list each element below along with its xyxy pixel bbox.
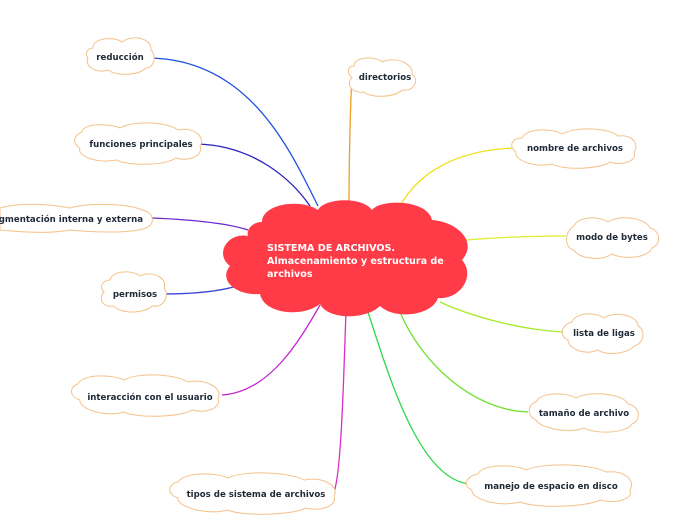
branch-node-directorios[interactable]: directorios xyxy=(347,57,417,97)
label-tamano-archivo: tamaño de archivo xyxy=(539,409,629,419)
central-topic[interactable]: SISTEMA DE ARCHIVOS. Almacenamiento y es… xyxy=(223,200,468,317)
connector-tamano-archivo xyxy=(399,311,529,413)
connector-reduccion xyxy=(149,57,319,207)
label-nombre-archivos: nombre de archivos xyxy=(527,144,623,154)
central-cloud-shape xyxy=(223,200,468,317)
bubble-permisos xyxy=(100,271,167,313)
branch-node-reduccion[interactable]: reducción xyxy=(85,37,155,75)
branch-node-funciones-principales[interactable]: funciones principales xyxy=(74,122,202,165)
bubble-nombre-archivos xyxy=(511,128,637,169)
central-topic-line-3: archivos xyxy=(267,269,313,280)
branch-node-permisos[interactable]: permisos xyxy=(100,271,167,313)
branch-node-tamano-archivo[interactable]: tamaño de archivo xyxy=(528,393,639,433)
central-topic-line-2: Almacenamiento y estructura de xyxy=(267,256,444,267)
label-reduccion: reducción xyxy=(96,52,144,63)
connector-directorios xyxy=(348,75,353,209)
label-directorios: directorios xyxy=(359,73,411,83)
connector-funciones-principales xyxy=(197,143,311,207)
branch-node-interaccion-usuario[interactable]: interacción con el usuario xyxy=(71,374,220,417)
branch-node-nombre-archivos[interactable]: nombre de archivos xyxy=(511,128,637,169)
branch-node-manejo-espacio[interactable]: manejo de espacio en disco xyxy=(465,464,632,507)
bubble-tipos-sistema xyxy=(169,472,336,515)
label-tipos-sistema: tipos de sistema de archivos xyxy=(187,490,326,500)
bubble-tamano-archivo xyxy=(528,393,639,433)
bubble-fragmentacion xyxy=(0,203,153,233)
label-manejo-espacio: manejo de espacio en disco xyxy=(484,482,618,492)
branch-node-modo-bytes[interactable]: modo de bytes xyxy=(566,217,659,259)
label-permisos: permisos xyxy=(113,290,157,300)
bubble-reduccion xyxy=(85,37,155,75)
label-interaccion-usuario: interacción con el usuario xyxy=(87,392,212,403)
connector-interaccion-usuario xyxy=(221,304,321,396)
label-fragmentacion: fragmentación interna y externa xyxy=(0,214,143,225)
bubble-lista-ligas xyxy=(561,313,644,354)
branch-node-lista-ligas[interactable]: lista de ligas xyxy=(561,313,644,354)
label-funciones-principales: funciones principales xyxy=(89,140,192,150)
connector-lista-ligas xyxy=(439,301,565,333)
connector-fragmentacion xyxy=(151,217,249,231)
branch-node-tipos-sistema[interactable]: tipos de sistema de archivos xyxy=(169,472,336,515)
bubble-directorios xyxy=(347,57,417,97)
bubble-interaccion-usuario xyxy=(71,374,220,417)
bubble-manejo-espacio xyxy=(465,464,632,507)
connector-nombre-archivos xyxy=(399,147,515,207)
label-modo-bytes: modo de bytes xyxy=(576,233,648,243)
central-topic-line-1: SISTEMA DE ARCHIVOS. xyxy=(267,243,395,254)
connector-tipos-sistema xyxy=(333,311,347,493)
svg-text:SISTEMA DE ARCHIVOS. Alm: SISTEMA DE ARCHIVOS. Almacenamiento y es… xyxy=(267,243,447,280)
branch-node-fragmentacion[interactable]: fragmentación interna y externa xyxy=(0,203,153,233)
bubble-funciones-principales xyxy=(74,122,202,165)
connector-manejo-espacio xyxy=(367,311,471,485)
connector-lines xyxy=(149,57,567,493)
connector-modo-bytes xyxy=(465,235,567,241)
bubble-modo-bytes xyxy=(566,217,659,259)
label-lista-ligas: lista de ligas xyxy=(573,329,635,339)
